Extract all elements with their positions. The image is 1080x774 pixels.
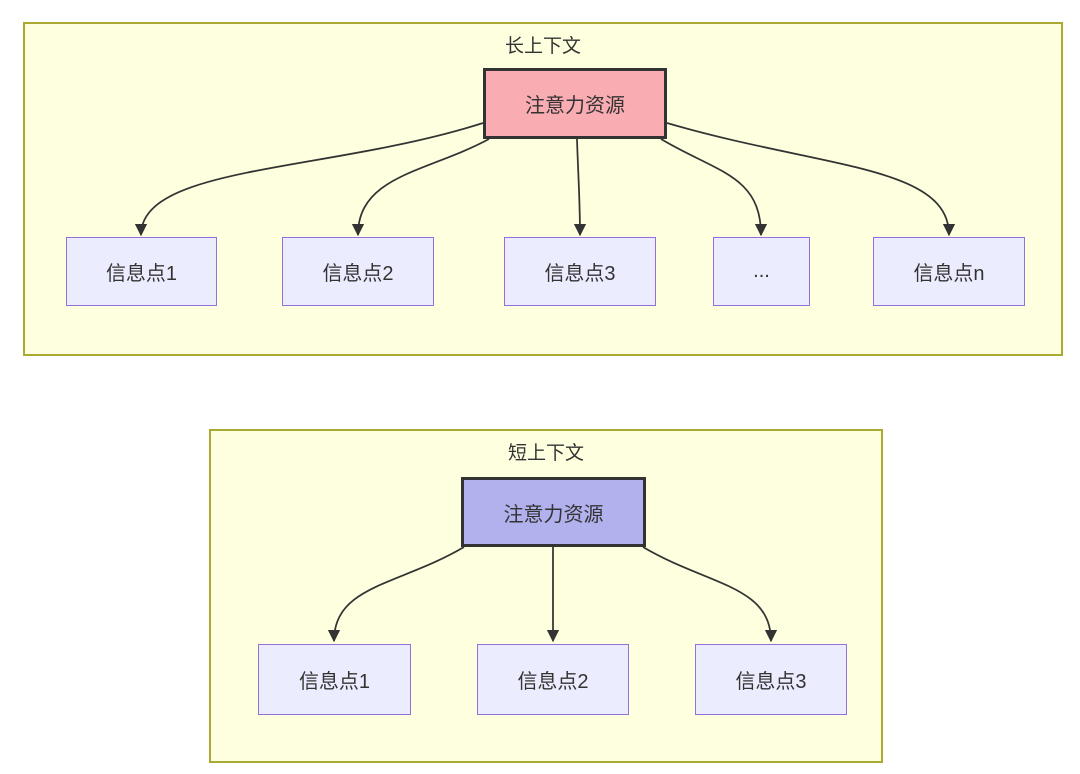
node-short-info-1: 信息点1 xyxy=(258,644,411,715)
node-long-info-1: 信息点1 xyxy=(66,237,217,306)
node-short-info-3-label: 信息点3 xyxy=(735,671,807,693)
node-long-attention-resource: 注意力资源 xyxy=(483,68,667,139)
node-long-info-3-label: 信息点3 xyxy=(544,263,616,285)
node-long-info-2-label: 信息点2 xyxy=(322,263,394,285)
node-long-info-2: 信息点2 xyxy=(282,237,434,306)
node-short-info-2: 信息点2 xyxy=(477,644,629,715)
node-short-info-3: 信息点3 xyxy=(695,644,847,715)
node-long-info-n: 信息点n xyxy=(873,237,1025,306)
node-long-info-ellipsis-label: ... xyxy=(753,260,770,282)
node-long-info-1-label: 信息点1 xyxy=(105,263,178,285)
node-short-info-2-label: 信息点2 xyxy=(517,671,589,693)
node-long-info-ellipsis: ... xyxy=(713,237,810,306)
node-long-info-n-label: 信息点n xyxy=(913,263,985,285)
cluster-short-context-title: 短上下文 xyxy=(507,443,584,464)
cluster-long-context-title: 长上下文 xyxy=(504,36,581,57)
node-short-attention-resource-label: 注意力资源 xyxy=(503,503,604,526)
node-short-info-1-label: 信息点1 xyxy=(298,671,371,693)
node-long-info-3: 信息点3 xyxy=(504,237,656,306)
node-long-attention-resource-label: 注意力资源 xyxy=(525,95,625,117)
node-short-attention-resource: 注意力资源 xyxy=(461,477,646,547)
